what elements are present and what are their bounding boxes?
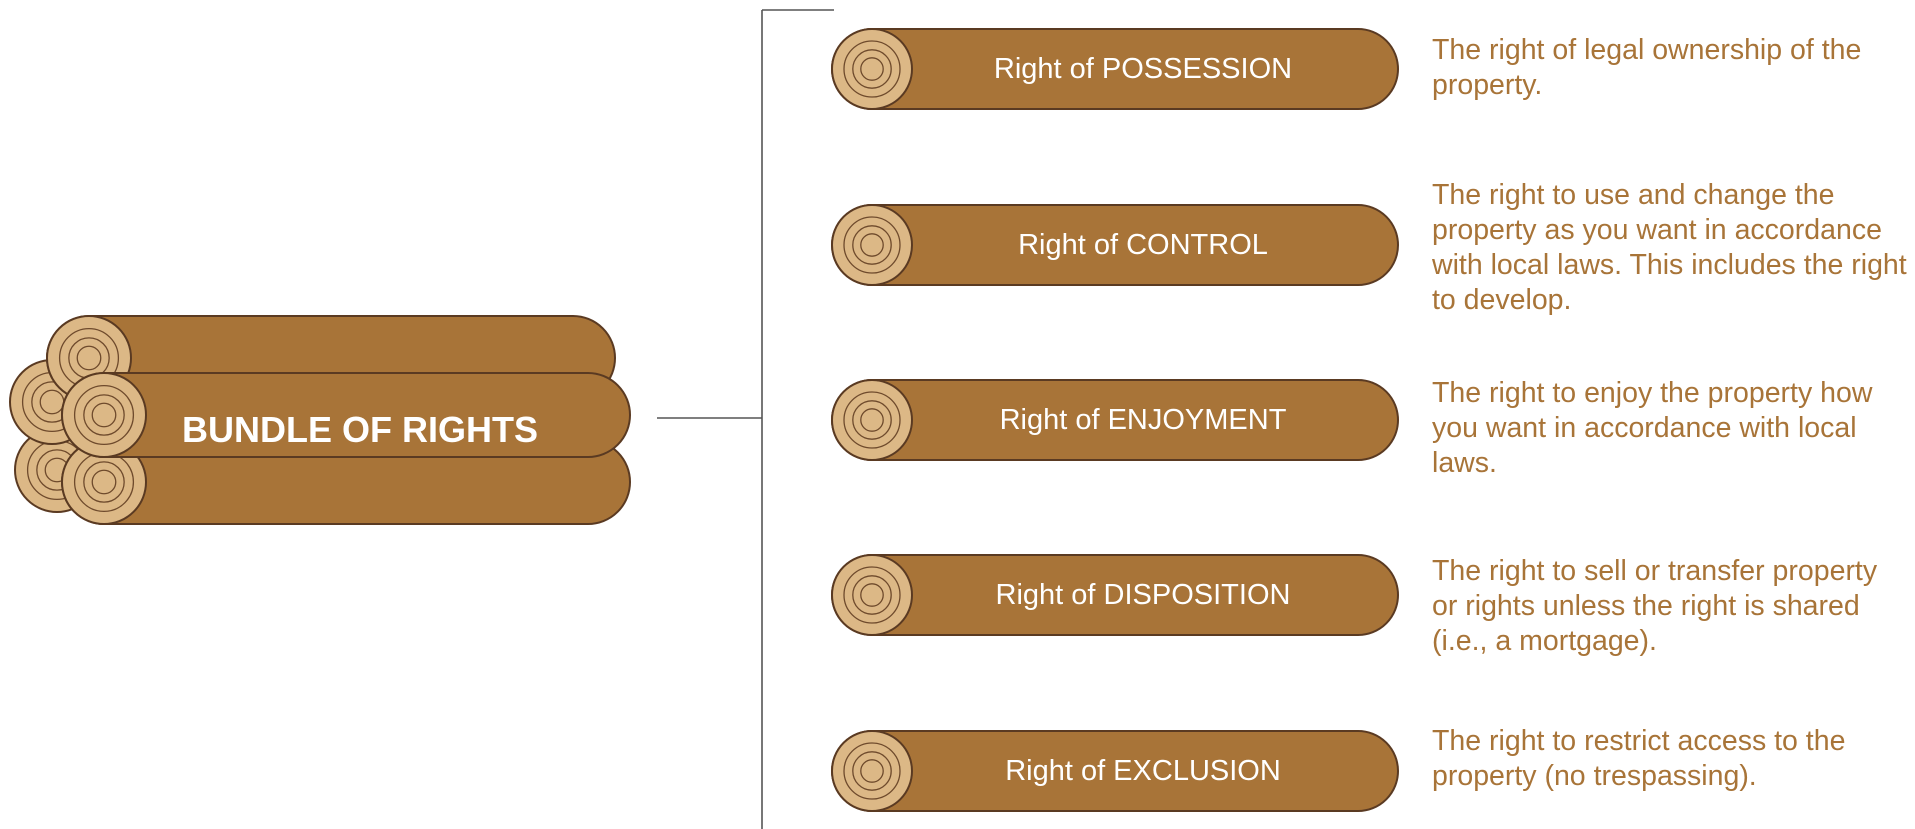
right-description-control: The right to use and change the property…: [1432, 179, 1907, 316]
log-possession-end: [831, 28, 913, 110]
log-enjoyment-end: [831, 379, 913, 461]
right-logs: [831, 28, 1399, 812]
log-possession: [831, 28, 1399, 110]
bundle-log-middle: [61, 372, 631, 458]
log-disposition-end: [831, 554, 913, 636]
right-description-enjoyment: The right to enjoy the property how you …: [1432, 377, 1873, 479]
right-label-enjoyment: Right of ENJOYMENT: [999, 403, 1287, 436]
log-control-end: [831, 204, 913, 286]
log-control: [831, 204, 1399, 286]
right-label-disposition: Right of DISPOSITION: [995, 578, 1291, 611]
right-description-disposition: The right to sell or transfer property o…: [1432, 555, 1878, 657]
log-exclusion: [831, 730, 1399, 812]
right-label-control: Right of CONTROL: [1018, 228, 1268, 261]
log-enjoyment: [831, 379, 1399, 461]
log-exclusion-end: [831, 730, 913, 812]
connector-lines: [657, 9, 834, 829]
right-label-exclusion: Right of EXCLUSION: [1005, 754, 1281, 787]
bundle-log-middle-end: [61, 372, 147, 458]
bundle-log-bottom: [61, 439, 631, 525]
bundle-title: BUNDLE OF RIGHTS: [182, 409, 538, 450]
log-disposition: [831, 554, 1399, 636]
right-description-exclusion: The right to restrict access to the prop…: [1432, 725, 1846, 792]
right-description-possession: The right of legal ownership of the prop…: [1432, 34, 1862, 101]
log-bundle: [9, 315, 631, 525]
right-label-possession: Right of POSSESSION: [993, 52, 1293, 85]
